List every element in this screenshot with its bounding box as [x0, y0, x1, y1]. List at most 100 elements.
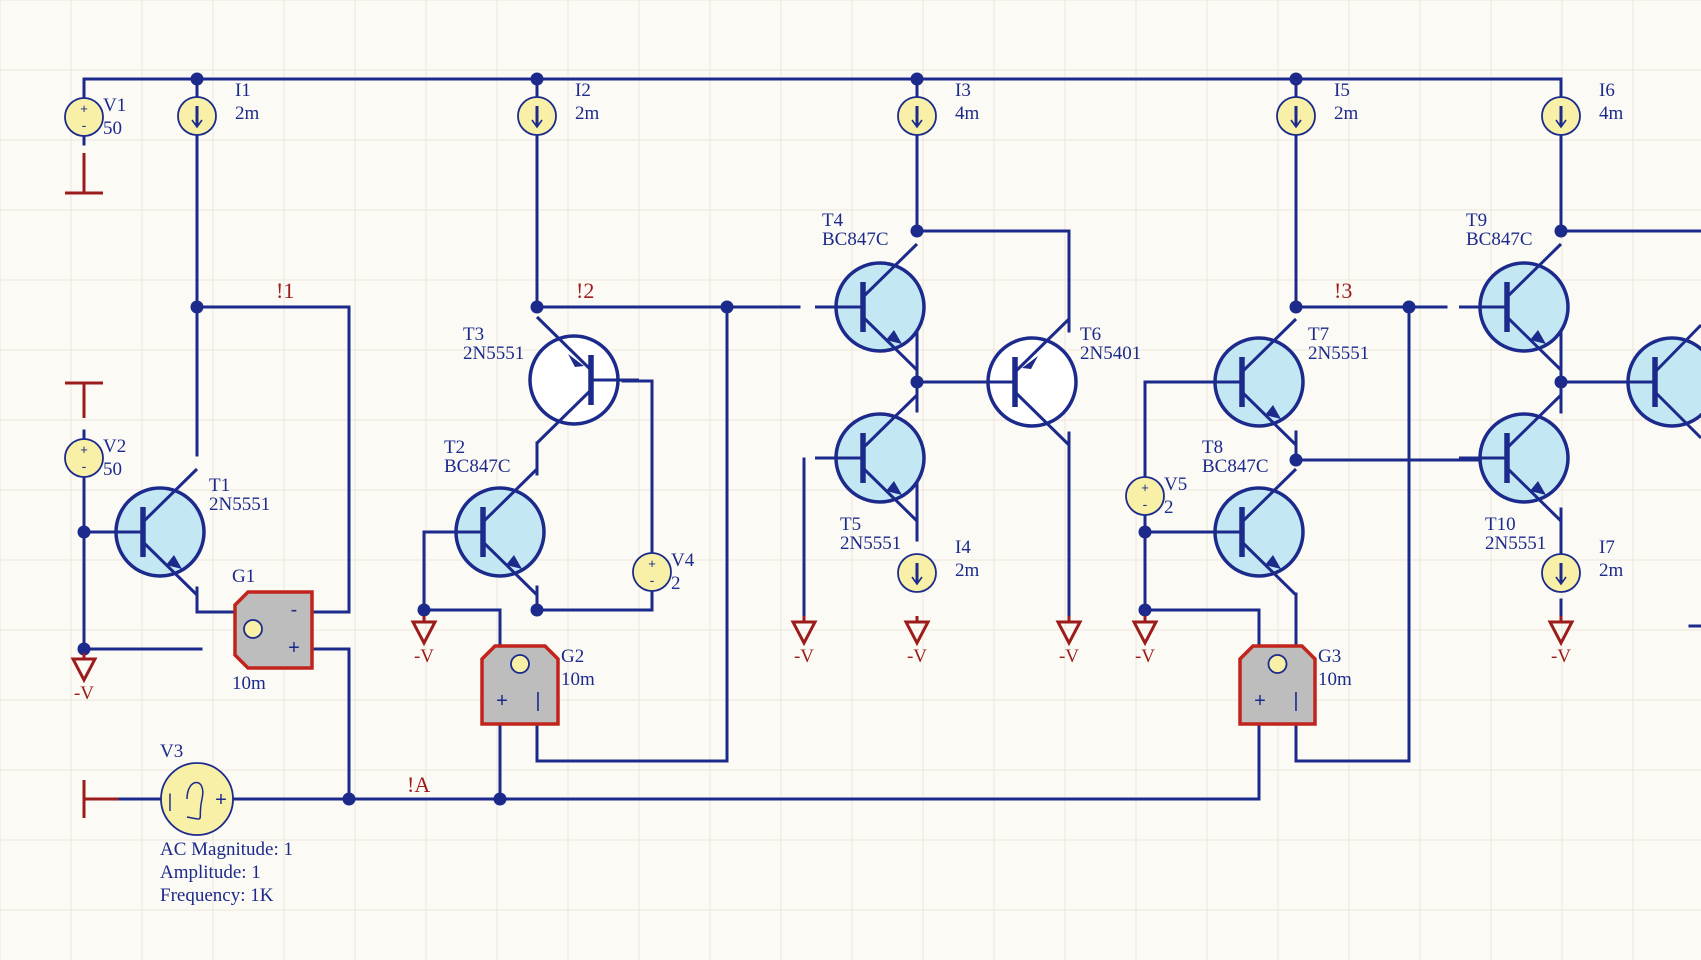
source-designator: I6 [1599, 80, 1615, 101]
wire [422, 530, 502, 648]
source-designator: I1 [235, 80, 251, 101]
ac-parameter-line: Frequency: 1K [160, 885, 274, 906]
source-value: 2m [955, 560, 980, 581]
wire [915, 322, 987, 384]
wire-junction [342, 792, 356, 806]
emitter-arrow-icon [1530, 330, 1546, 344]
negative-supply-label: -V [907, 646, 927, 667]
transistor-designator: T10 [1485, 514, 1516, 535]
wire-junction [1554, 375, 1568, 389]
dc-voltage-source-V5[interactable]: +-V52 [1125, 467, 1187, 525]
minus-icon: - [291, 599, 298, 621]
emitter-arrow-icon [1265, 555, 1281, 569]
transistor-designator: T3 [463, 324, 484, 345]
source-designator: I2 [575, 80, 591, 101]
negative-supply-symbol: -V [1131, 616, 1159, 667]
source-value: 2m [1599, 560, 1624, 581]
minus-icon: | [168, 791, 173, 811]
wire-junction [530, 300, 544, 314]
wire [1559, 135, 1701, 233]
wire-junction [77, 642, 91, 656]
emitter-arrow-icon [886, 330, 902, 344]
transistor-designator: T4 [822, 210, 844, 231]
transistor-designator: T8 [1202, 437, 1223, 458]
wire-junction [1554, 224, 1568, 238]
wire-junction [530, 603, 544, 617]
wire [535, 584, 654, 612]
vccs-value: 10m [232, 673, 266, 694]
wire [621, 379, 654, 545]
wire-junction [530, 72, 544, 86]
negative-supply-label: -V [794, 646, 814, 667]
transistor-part: 2N5551 [1308, 343, 1369, 364]
wires [82, 77, 1701, 801]
wire-junction [77, 525, 91, 539]
transistor-part: BC847C [822, 229, 889, 250]
minus-icon: - [1143, 496, 1148, 512]
source-designator: I5 [1334, 80, 1350, 101]
wire-junction [1289, 300, 1303, 314]
negative-supply-label: -V [74, 683, 94, 704]
transistor-designator: T7 [1308, 324, 1329, 345]
transistor-designator: T9 [1466, 210, 1487, 231]
transistor-part: 2N5551 [463, 343, 524, 364]
transistor-part: 2N5401 [1080, 343, 1141, 364]
wire [535, 305, 729, 763]
dc-voltage-source-V4[interactable]: +-V42 [632, 543, 695, 601]
plus-icon: + [496, 690, 508, 712]
wire [242, 722, 1261, 801]
source-value: 2 [671, 573, 681, 594]
source-value: 2m [1334, 103, 1359, 124]
ground-symbol [65, 381, 103, 418]
negative-supply-label: -V [1551, 646, 1571, 667]
emitter-arrow-icon [166, 555, 182, 569]
minus-icon: | [535, 690, 540, 712]
source-value: 4m [955, 103, 980, 124]
plus-icon: + [1141, 480, 1149, 495]
transistor-offscreen [1626, 323, 1701, 440]
plus-icon: + [215, 789, 227, 811]
source-designator: V5 [1164, 474, 1187, 495]
transistor-designator: T1 [209, 475, 230, 496]
net-label: !2 [576, 278, 594, 303]
ground-symbol [65, 153, 103, 195]
negative-supply-label: -V [1059, 646, 1079, 667]
net-label: !1 [276, 278, 294, 303]
vccs-designator: G3 [1318, 646, 1341, 667]
minus-icon: - [650, 572, 655, 588]
transistor-part: 2N5551 [209, 494, 270, 515]
wire-junction [190, 72, 204, 86]
wire [1294, 305, 1411, 763]
wire-junction [910, 72, 924, 86]
source-value: 50 [103, 118, 122, 139]
wire [195, 586, 237, 614]
emitter-arrow-icon [1530, 481, 1546, 495]
wire-junction [1138, 603, 1152, 617]
wire-junction [1289, 72, 1303, 86]
vccs-designator: G1 [232, 566, 255, 587]
